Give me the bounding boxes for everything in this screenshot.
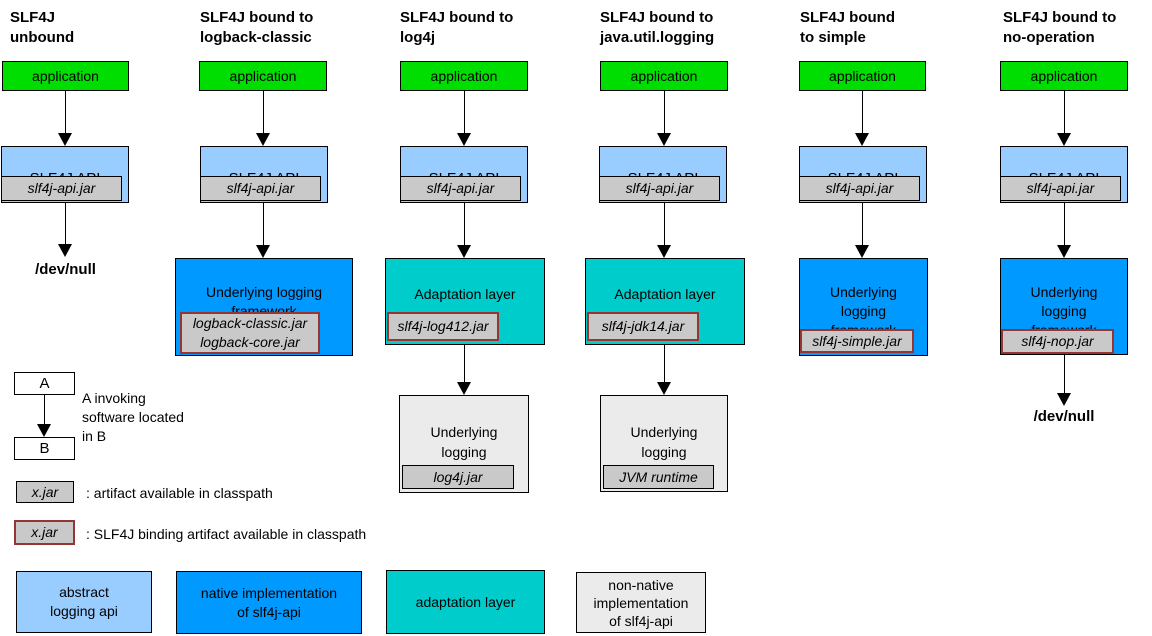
jar-label: slf4j-api.jar xyxy=(1000,176,1121,201)
slf4j-api-box: SLF4J API slf4j-api.jar xyxy=(1000,146,1128,203)
slf4j-api-box: SLF4J API slf4j-api.jar xyxy=(599,146,727,203)
legend-jar-binding: x.jar xyxy=(14,520,75,545)
jar-label: log4j.jar xyxy=(402,465,514,489)
column-title-log4j: SLF4J bound to log4j xyxy=(400,9,514,46)
slf4j-api-box: SLF4J API slf4j-api.jar xyxy=(1,146,129,203)
legend-b-box: B xyxy=(14,437,75,460)
legend-jar-binding-desc: : SLF4J binding artifact available in cl… xyxy=(86,526,367,542)
binding-jar-label: slf4j-jdk14.jar xyxy=(587,312,699,341)
legend-jar-plain-desc: : artifact available in classpath xyxy=(86,485,273,501)
jar-label: slf4j-api.jar xyxy=(200,176,321,201)
application-box: application xyxy=(600,61,728,91)
adaptation-layer-label: Adaptation layer xyxy=(414,286,516,302)
underlying-framework-box: Underlying logging framework slf4j-simpl… xyxy=(799,258,928,356)
application-box: application xyxy=(799,61,926,91)
legend-invoking-text: A invoking software located in B xyxy=(82,390,184,444)
dev-null-label: /dev/null xyxy=(1033,408,1095,425)
legend-adaptation-layer: adaptation layer xyxy=(386,570,545,634)
column-title-unbound: SLF4J unbound xyxy=(10,9,75,46)
jar-label: slf4j-api.jar xyxy=(599,176,720,201)
column-title-simple: SLF4J bound to simple xyxy=(800,9,895,46)
binding-jar-label: slf4j-simple.jar xyxy=(800,329,914,353)
underlying-framework-box: Underlying logging framework logback-cla… xyxy=(175,258,353,356)
binding-jar-label: slf4j-nop.jar xyxy=(1001,329,1114,354)
slf4j-api-box: SLF4J API slf4j-api.jar xyxy=(799,146,927,203)
application-box: application xyxy=(2,61,129,91)
column-title-jul: SLF4J bound to java.util.logging xyxy=(600,9,715,46)
legend-abstract-logging-api: abstract logging api xyxy=(16,571,152,633)
dev-null-label: /dev/null xyxy=(35,261,96,278)
adaptation-layer-label: Adaptation layer xyxy=(614,286,716,302)
column-title-logback: SLF4J bound to logback-classic xyxy=(200,9,314,46)
jar-label: slf4j-api.jar xyxy=(1,176,122,201)
adaptation-layer-box: Adaptation layer slf4j-log412.jar xyxy=(385,258,545,345)
underlying-framework-box: Underlying logging framework slf4j-nop.j… xyxy=(1000,258,1128,355)
legend-non-native-implementation: non-native implementation of slf4j-api xyxy=(576,572,706,633)
jar-label: JVM runtime xyxy=(603,465,714,489)
legend-native-implementation: native implementation of slf4j-api xyxy=(176,571,362,634)
underlying-framework-box: Underlying logging framework log4j.jar xyxy=(399,395,529,493)
jar-label: slf4j-api.jar xyxy=(400,176,521,201)
legend-jar-plain: x.jar xyxy=(16,481,74,503)
slf4j-api-box: SLF4J API slf4j-api.jar xyxy=(200,146,328,203)
binding-jar-label: logback-classic.jar logback-core.jar xyxy=(180,312,320,354)
binding-jar-label: slf4j-log412.jar xyxy=(387,312,499,341)
adaptation-layer-box: Adaptation layer slf4j-jdk14.jar xyxy=(585,258,745,345)
application-box: application xyxy=(400,61,528,91)
underlying-framework-box: Underlying logging framework JVM runtime xyxy=(600,395,728,492)
application-box: application xyxy=(1000,61,1128,91)
column-title-nop: SLF4J bound to no-operation xyxy=(1003,9,1117,46)
slf4j-api-box: SLF4J API slf4j-api.jar xyxy=(400,146,528,203)
legend-a-box: A xyxy=(14,372,75,395)
jar-label: slf4j-api.jar xyxy=(799,176,920,201)
application-box: application xyxy=(199,61,327,91)
